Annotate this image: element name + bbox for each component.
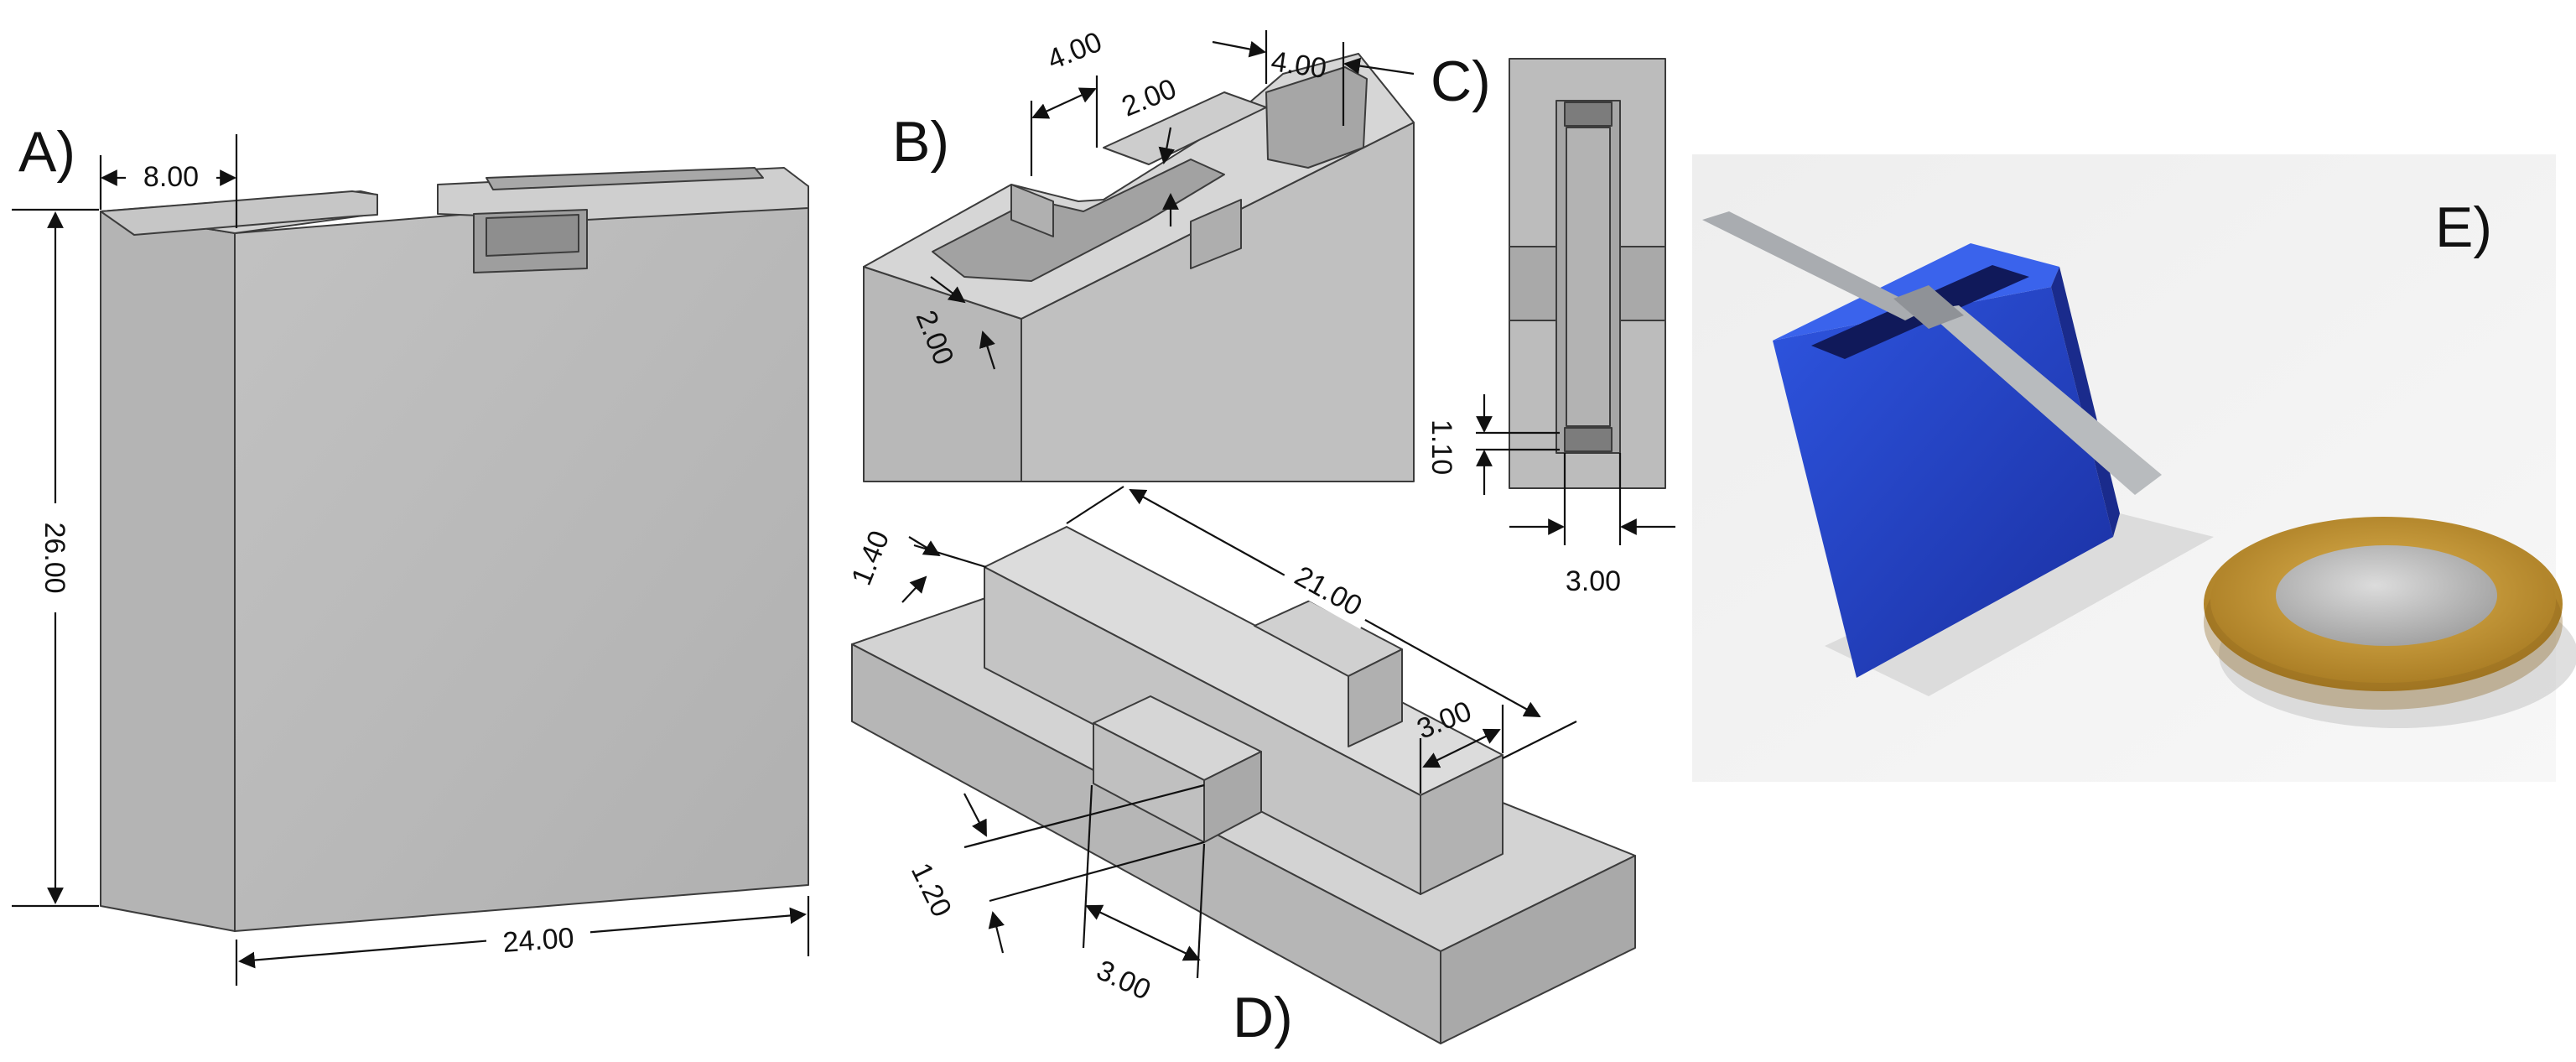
dim-line-depth-top <box>1158 127 1176 164</box>
part-shadow <box>1825 512 2214 696</box>
b-step-right <box>1190 199 1242 269</box>
dim-bg <box>1279 550 1379 629</box>
dim-line-slot-right-b <box>1343 57 1415 75</box>
ext-line <box>963 783 1205 849</box>
panel-label-b: B) <box>892 110 949 174</box>
dim-line-depth-front-b <box>979 331 996 370</box>
dim-step: 1.20 <box>905 858 958 922</box>
printed-part-side <box>2051 267 2120 537</box>
dim-width-front: 3.00 <box>1092 954 1156 1006</box>
panel-label-e: E) <box>2435 195 2492 259</box>
panel-b: 4.00 2.00 4.00 2.00 B) <box>863 26 1415 482</box>
panel-c: 1.10 3.00 C) <box>1426 49 1675 597</box>
panel-e: E) <box>1692 154 2576 782</box>
dim-line-width-end <box>1422 728 1501 768</box>
panel-a: 8.00 26.00 24.00 A) <box>12 120 810 986</box>
dim-height: 1.40 <box>845 526 896 590</box>
ext-line <box>913 544 987 569</box>
dim-line-depth-front-a <box>930 276 966 304</box>
dim-bg <box>37 503 74 612</box>
panel-label-c: C) <box>1431 49 1491 113</box>
ext-line <box>1502 721 1577 759</box>
block-top-slot <box>486 167 764 190</box>
c-inner-channel <box>1566 127 1611 427</box>
dim-slot-left: 4.00 <box>1043 26 1107 76</box>
ext-line <box>1066 486 1124 524</box>
metal-strip-right <box>1925 305 2162 495</box>
block-side-face <box>100 211 236 932</box>
dim-line-height-a <box>908 536 941 557</box>
block-notch-inner <box>486 214 579 257</box>
panel-label-a: A) <box>18 120 75 184</box>
dim-line-slot-right-a <box>1212 40 1266 58</box>
c-inner-top <box>1564 102 1613 127</box>
dim-line-width-front <box>1085 904 1201 961</box>
ext-line <box>989 841 1205 903</box>
b-step-left <box>1010 184 1054 237</box>
dim-bg <box>486 919 590 956</box>
metal-strip-hinge <box>1893 285 1964 329</box>
panel-d: 1.40 21.00 3.00 1.20 3.00 D) <box>845 486 1636 1049</box>
block-top-left-step <box>100 190 378 236</box>
ext-line <box>1082 784 1093 949</box>
dim-width: 3.00 <box>1566 565 1621 597</box>
dim-top-width: 8.00 <box>143 161 199 193</box>
c-inner-bottom <box>1564 427 1613 452</box>
dim-width: 24.00 <box>501 922 575 959</box>
coin-center <box>2276 545 2497 646</box>
dim-depth-top: 2.00 <box>1118 73 1182 123</box>
dim-line-slot-left <box>1031 87 1097 119</box>
dim-height: 26.00 <box>39 522 70 593</box>
c-notch-right <box>1619 246 1666 321</box>
dim-slot-right: 4.00 <box>1269 45 1328 85</box>
dim-line-step-a <box>963 793 987 837</box>
dim-line-step-b <box>988 911 1005 954</box>
block-front-face <box>234 185 809 932</box>
d-front-block-right <box>1203 751 1262 843</box>
d-bar-end <box>1420 754 1504 895</box>
d-base-right <box>1440 855 1636 1044</box>
b-step-top <box>1103 91 1267 165</box>
panel-label-d: D) <box>1233 986 1293 1049</box>
dim-bg <box>126 156 216 190</box>
c-notch-left <box>1509 246 1557 321</box>
metal-strip-left <box>1702 211 1925 320</box>
dim-line-height-b <box>901 575 927 603</box>
dim-gap: 1.10 <box>1426 419 1457 475</box>
